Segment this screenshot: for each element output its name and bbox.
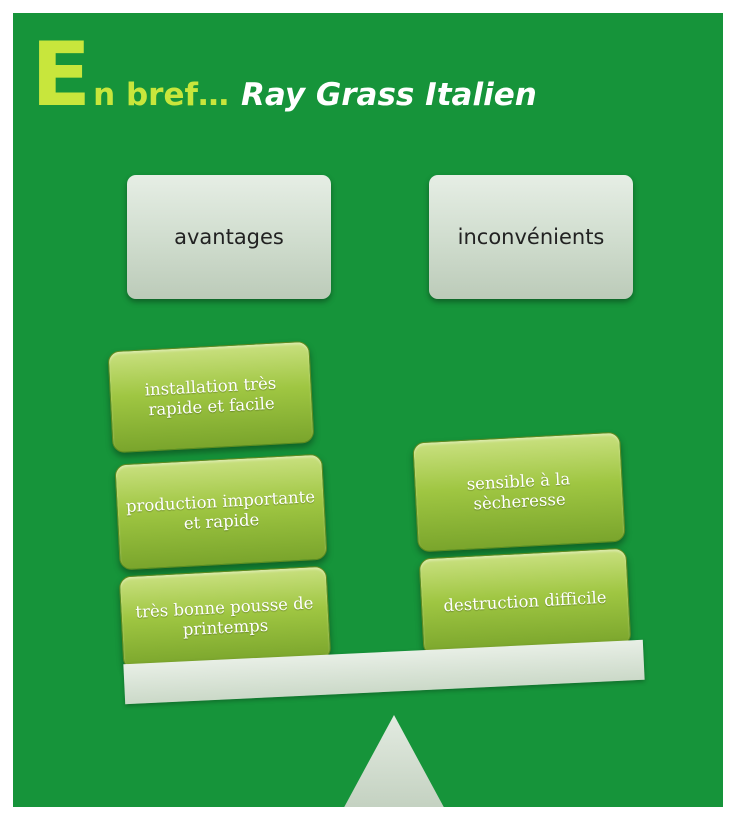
disadvantage-item-text: sensible à la sècheresse: [466, 469, 571, 514]
title-subtitle: Ray Grass Italien: [240, 77, 537, 113]
advantage-item: production importante et rapide: [114, 453, 328, 571]
disadvantages-header-label: inconvénients: [457, 225, 605, 249]
title-initial: E: [31, 23, 91, 126]
advantage-item-text: production importante et rapide: [125, 486, 316, 533]
disadvantage-item: destruction difficile: [418, 547, 632, 657]
disadvantages-header: inconvénients: [429, 175, 633, 299]
slide-canvas: E n bref… Ray Grass Italien avantages in…: [13, 13, 723, 807]
advantage-item-text: installation très rapide et facile: [144, 373, 277, 420]
slide-title: E n bref… Ray Grass Italien: [31, 31, 537, 141]
advantage-item: installation très rapide et facile: [107, 340, 315, 454]
advantage-item: très bonne pousse de printemps: [118, 565, 332, 671]
advantage-item-text: très bonne pousse de printemps: [134, 593, 314, 640]
advantages-header: avantages: [127, 175, 331, 299]
title-text: n bref…: [93, 77, 229, 113]
disadvantage-item: sensible à la sècheresse: [412, 431, 626, 553]
advantages-header-label: avantages: [174, 225, 284, 249]
disadvantage-item-text: destruction difficile: [442, 587, 607, 616]
fulcrum-triangle: [344, 715, 444, 807]
